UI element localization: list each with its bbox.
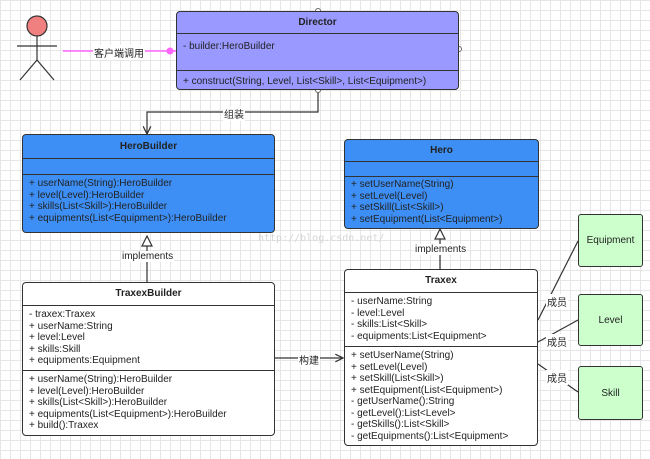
watermark: http://blog.csdn.net/ xyxy=(258,233,385,244)
traxex-builder-title: TraxexBuilder xyxy=(23,283,274,306)
traxex-builder-method: + equipments(List<Equipment>):HeroBuilde… xyxy=(29,408,227,420)
traxex-builder-methods: + userName(String):HeroBuilder + level(L… xyxy=(23,370,274,435)
traxex-title: Traxex xyxy=(345,270,537,293)
hero-builder-class[interactable]: HeroBuilder + userName(String):HeroBuild… xyxy=(22,134,275,233)
hero-builder-methods: + userName(String):HeroBuilder + level(L… xyxy=(23,174,274,227)
hero-builder-method: + skills(List<Skill>):HeroBuilder xyxy=(29,201,168,212)
hero-builder-method: + level(Level):HeroBuilder xyxy=(29,189,145,201)
skill-note[interactable]: Skill xyxy=(578,366,643,420)
traxex-class[interactable]: Traxex - userName:String - level:Level -… xyxy=(344,269,538,446)
implements-builder-label: implements xyxy=(121,251,175,262)
hero-methods: + setUserName(String) + setLevel(Level) … xyxy=(345,176,538,228)
traxex-method: + setLevel(Level) xyxy=(351,361,428,373)
hero-method: + setUserName(String) xyxy=(351,179,454,190)
hero-fields xyxy=(345,162,538,176)
traxex-method: + setEquipment(List<Equipment>) xyxy=(351,384,503,396)
level-note[interactable]: Level xyxy=(578,294,643,346)
director-fields: - builder:HeroBuilder xyxy=(177,34,458,70)
traxex-field: - level:Level xyxy=(351,307,405,319)
actor-right-leg xyxy=(36,59,55,81)
hero-title: Hero xyxy=(345,140,538,162)
traxex-field: - skills:List<Skill> xyxy=(351,319,428,330)
traxex-builder-field: + equipments:Equipment xyxy=(29,355,140,366)
hero-class[interactable]: Hero + setUserName(String) + setLevel(Le… xyxy=(344,139,539,229)
hero-method: + setLevel(Level) xyxy=(351,190,428,202)
traxex-method: - getSkills():List<Skill> xyxy=(351,419,450,430)
traxex-method: + setUserName(String) xyxy=(351,350,454,361)
traxex-builder-field: - traxex:Traxex xyxy=(29,309,96,320)
implements-hero-label: implements xyxy=(414,244,468,255)
hero-builder-title: HeroBuilder xyxy=(23,135,274,159)
traxex-method: - getLevel():List<Level> xyxy=(351,407,456,419)
traxex-builder-class[interactable]: TraxexBuilder - traxex:Traxex + userName… xyxy=(22,282,275,436)
hero-method: + setEquipment(List<Equipment>) xyxy=(351,213,503,225)
traxex-method: - getEquipments():List<Equipment> xyxy=(351,430,509,442)
member-skill-label: 成员 xyxy=(546,370,568,385)
hero-builder-method: + equipments(List<Equipment>):HeroBuilde… xyxy=(29,212,227,224)
hero-builder-fields xyxy=(23,159,274,174)
traxex-builder-method: + level(Level):HeroBuilder xyxy=(29,385,145,397)
hero-builder-method: + userName(String):HeroBuilder xyxy=(29,178,173,189)
traxex-builder-field: + level:Level xyxy=(29,332,85,343)
assemble-label: 组装 xyxy=(223,106,245,121)
actor-left-leg xyxy=(19,59,38,81)
traxex-builder-field: + userName:String xyxy=(29,320,113,332)
director-methods: + construct(String, Level, List<Skill>, … xyxy=(177,70,458,89)
actor-head xyxy=(26,15,48,37)
member-equipment-label: 成员 xyxy=(546,294,568,309)
traxex-field: - userName:String xyxy=(351,296,433,307)
traxex-field: - equipments:List<Equipment> xyxy=(351,330,487,342)
client-call-label: 客户端调用 xyxy=(93,45,145,60)
traxex-builder-field: + skills:Skill xyxy=(29,343,81,355)
client-call-dot xyxy=(166,47,174,55)
director-class[interactable]: Director - builder:HeroBuilder + constru… xyxy=(176,11,459,90)
member-line-equipment xyxy=(537,240,579,321)
traxex-fields: - userName:String - level:Level - skills… xyxy=(345,293,537,346)
build-label: 构建 xyxy=(298,352,320,367)
actor-figure xyxy=(17,15,57,81)
traxex-builder-method: + build():Traxex xyxy=(29,420,99,431)
traxex-builder-fields: - traxex:Traxex + userName:String + leve… xyxy=(23,306,274,370)
traxex-method: + setSkill(List<Skill>) xyxy=(351,373,444,384)
member-level-label: 成员 xyxy=(546,334,568,349)
traxex-builder-method: + userName(String):HeroBuilder xyxy=(29,374,173,385)
director-method: + construct(String, Level, List<Skill>, … xyxy=(183,76,427,87)
director-title: Director xyxy=(177,12,458,34)
traxex-method: - getUserName():String xyxy=(351,396,455,407)
director-field: - builder:HeroBuilder xyxy=(183,41,275,52)
traxex-methods: + setUserName(String) + setLevel(Level) … xyxy=(345,346,537,445)
hero-method: + setSkill(List<Skill>) xyxy=(351,202,444,213)
equipment-note[interactable]: Equipment xyxy=(578,214,643,267)
member-line-level xyxy=(537,319,579,343)
traxex-builder-method: + skills(List<Skill>):HeroBuilder xyxy=(29,397,168,408)
